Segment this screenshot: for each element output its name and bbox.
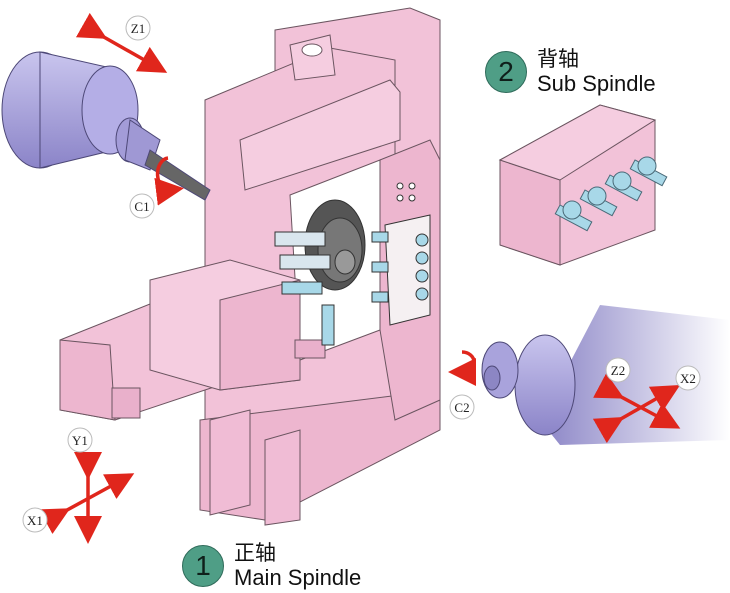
axis-labels: Z1 C1 Y1 X1 Z2 X2 C2 bbox=[22, 15, 701, 533]
y1-label: Y1 bbox=[72, 433, 88, 448]
main-spindle-head bbox=[1, 51, 211, 201]
sub-spindle-label-en: Sub Spindle bbox=[537, 71, 656, 96]
c2-label: C2 bbox=[454, 400, 469, 415]
main-spindle-badge: 1 正轴 Main Spindle bbox=[182, 542, 361, 590]
c1-rotation-arrow bbox=[154, 156, 184, 206]
z1-label: Z1 bbox=[131, 21, 145, 36]
x1-arrow bbox=[38, 473, 135, 535]
main-spindle-label-cn: 正轴 bbox=[234, 542, 276, 565]
motor-block bbox=[59, 259, 326, 421]
c1-label: C1 bbox=[134, 199, 149, 214]
sub-spindle-number: 2 bbox=[485, 51, 527, 93]
z2-label: Z2 bbox=[611, 363, 625, 378]
sub-spindle-badge: 2 背轴 Sub Spindle bbox=[485, 48, 656, 96]
axis-arrows bbox=[38, 12, 681, 544]
main-spindle-label-en: Main Spindle bbox=[234, 565, 362, 590]
turret-assembly bbox=[274, 182, 431, 346]
main-spindle-number: 1 bbox=[182, 545, 224, 587]
x2-arrow bbox=[592, 385, 681, 444]
sub-tooling-block bbox=[498, 104, 668, 266]
x1-label: X1 bbox=[27, 513, 43, 528]
sub-spindle-label-cn: 背轴 bbox=[537, 48, 579, 71]
z1-arrow bbox=[75, 12, 168, 73]
x2-label: X2 bbox=[680, 371, 696, 386]
c2-rotation-arrow bbox=[448, 350, 477, 386]
